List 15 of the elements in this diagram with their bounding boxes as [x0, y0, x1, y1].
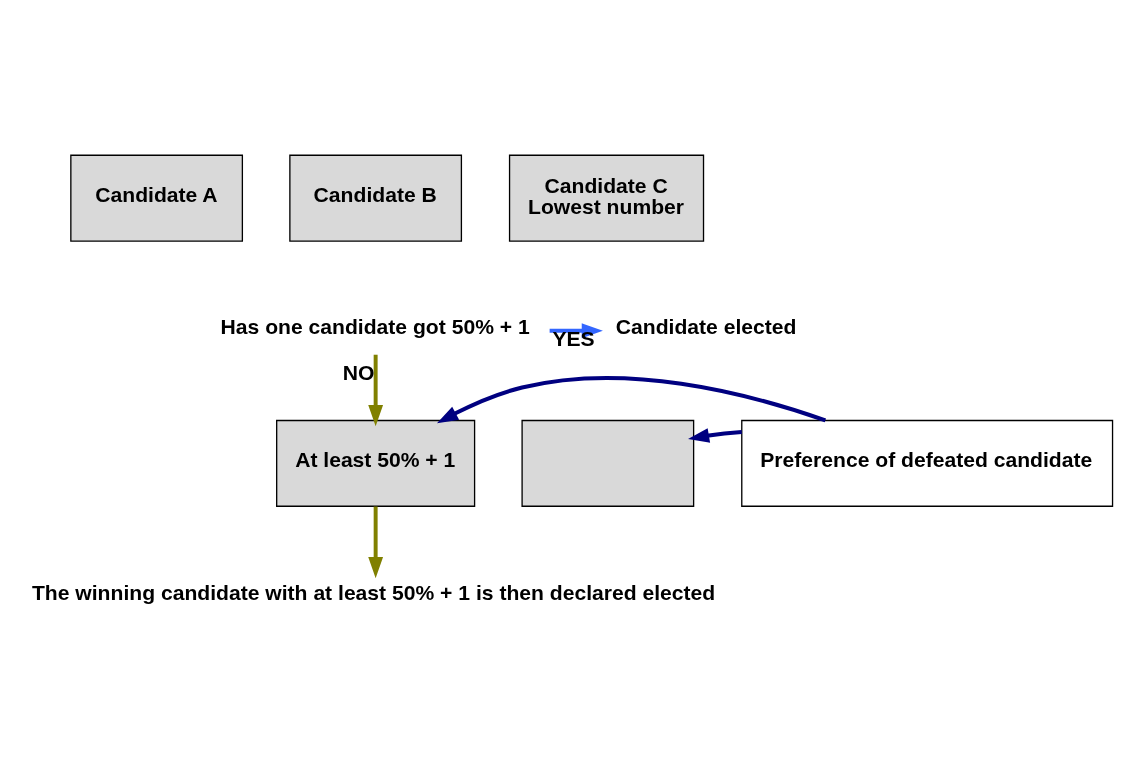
arrow	[368, 506, 384, 578]
edge-label: YES	[552, 326, 595, 350]
node-box	[521, 419, 695, 507]
node-box: Candidate A	[70, 154, 244, 242]
node-text: The winning candidate with at least 50% + 1 is then declared elected	[31, 580, 716, 604]
node-box: Candidate B	[289, 154, 463, 242]
node-box: Preference of defeated candidate	[741, 419, 1114, 507]
arrow	[368, 354, 384, 426]
arrow	[688, 427, 742, 443]
node-text: Candidate elected	[615, 314, 797, 338]
node-box: At least 50% + 1	[276, 419, 476, 507]
node-box: Candidate C Lowest number	[508, 154, 705, 242]
edge-label: NO	[342, 359, 375, 383]
node-text: Has one candidate got 50% + 1	[220, 314, 530, 338]
arrow	[436, 375, 827, 423]
